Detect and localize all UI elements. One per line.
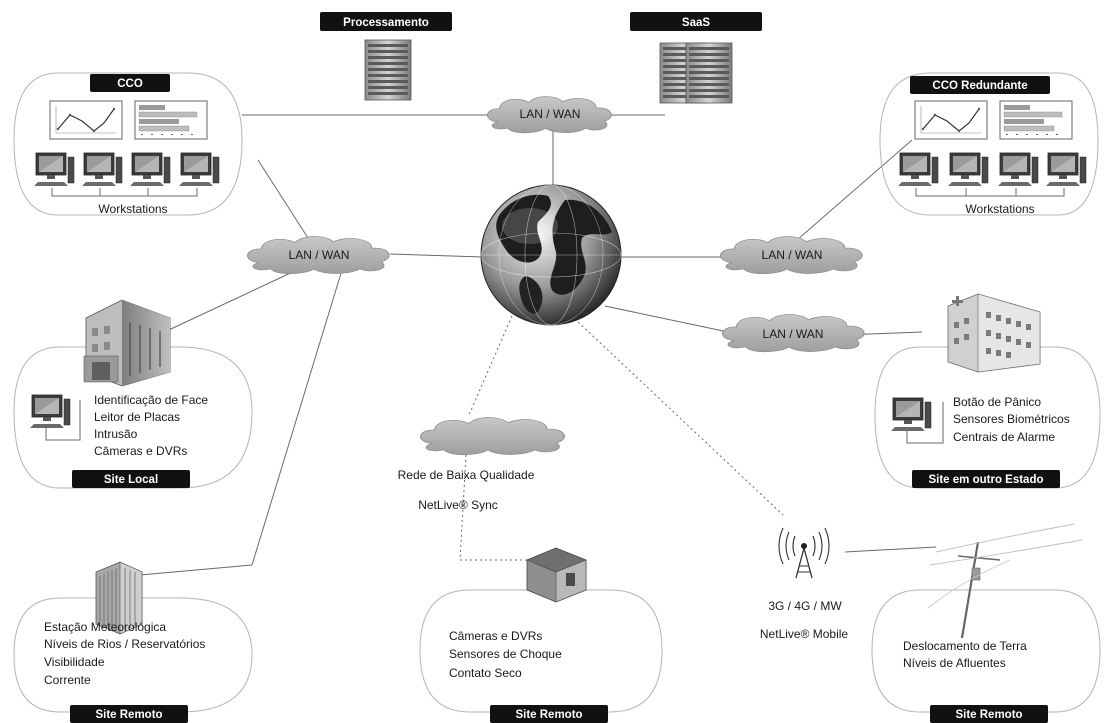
container-icon [95, 561, 143, 635]
shelter-icon [526, 547, 587, 603]
site-outro-estado-item: Centrais de Alarme [953, 430, 1055, 444]
cco-frame [13, 72, 243, 216]
site-remoto-3-panel: Deslocamento de Terra Níveis de Afluente… [871, 523, 1101, 723]
workstation-icon [997, 152, 1039, 187]
site-remoto-2-item: Contato Seco [449, 666, 522, 680]
cco-panel: CCO Workstations [13, 72, 243, 216]
server-icon [364, 39, 412, 101]
site-remoto-1-panel: Estação Meteorológica Níveis de Rios / R… [13, 561, 253, 723]
workstation-icon [890, 397, 932, 432]
processing-label-bg [320, 12, 452, 31]
cco-title: CCO [117, 78, 143, 90]
site-local-item: Identificação de Face [94, 393, 208, 407]
site-remoto-3-frame [871, 589, 1101, 713]
bar-chart-icon [134, 100, 208, 140]
site-remoto-1-item: Níveis de Rios / Reservatórios [44, 637, 205, 651]
site-outro-estado-panel: Botão de Pânico Sensores Biométricos Cen… [874, 293, 1101, 489]
cco-redundante-panel: CCO Redundante Workstations [879, 72, 1099, 216]
low-quality-label: Rede de Baixa Qualidade [398, 468, 535, 482]
site-local-item: Câmeras e DVRs [94, 444, 187, 458]
netlive-sync-label: NetLive® Sync [418, 498, 498, 512]
utility-pole-icon [927, 523, 1083, 639]
saas-group: SaaS [630, 12, 762, 104]
site-remoto-1-title: Site Remoto [95, 709, 162, 721]
site-outro-estado-item: Botão de Pânico [953, 395, 1041, 409]
cloud-lan-top-label: LAN / WAN [520, 107, 581, 121]
site-remoto-2-item: Sensores de Choque [449, 647, 562, 661]
site-outro-estado-item: Sensores Biométricos [953, 412, 1070, 426]
site-remoto-3-item: Níveis de Afluentes [903, 656, 1006, 670]
cloud-lan-right-1-label: LAN / WAN [762, 248, 823, 262]
cco-redundante-footer: Workstations [965, 202, 1034, 216]
site-remoto-3-title: Site Remoto [955, 709, 1022, 721]
site-local-title: Site Local [104, 474, 158, 486]
cloud-lan-left-label: LAN / WAN [289, 248, 350, 262]
line-chart-icon [49, 100, 123, 140]
site-remoto-1-item: Visibilidade [44, 655, 105, 669]
processing-label: Processamento [343, 17, 429, 29]
cco-redundante-title: CCO Redundante [932, 80, 1027, 92]
site-remoto-3-title-bg [930, 705, 1048, 723]
bar-chart-icon [999, 100, 1073, 140]
globe-icon [480, 184, 622, 326]
line-chart-icon [914, 100, 988, 140]
processing-group: Processamento [320, 12, 452, 101]
workstation-icon [178, 152, 220, 187]
site-remoto-1-item: Estação Meteorológica [44, 620, 166, 634]
site-outro-estado-title: Site em outro Estado [928, 474, 1043, 486]
workstation-icon [29, 394, 71, 429]
site-local-item: Leitor de Placas [94, 410, 180, 424]
mobile-label: 3G / 4G / MW [768, 599, 842, 613]
site-remoto-1-item: Corrente [44, 673, 91, 687]
server-icon [685, 42, 733, 104]
antenna-icon [778, 527, 830, 579]
workstation-icon [1045, 152, 1087, 187]
cco-redundante-title-bg [910, 76, 1050, 94]
workstation-icon [33, 152, 75, 187]
building-icon [83, 299, 171, 387]
saas-label: SaaS [682, 17, 710, 29]
site-remoto-2-item: Câmeras e DVRs [449, 629, 542, 643]
workstation-icon [81, 152, 123, 187]
cco-title-bg [90, 74, 170, 92]
site-local-item: Intrusão [94, 427, 138, 441]
site-remoto-2-panel: Câmeras e DVRs Sensores de Choque Contat… [419, 547, 663, 723]
saas-label-bg [630, 12, 762, 31]
cco-footer: Workstations [98, 202, 167, 216]
workstation-icon [947, 152, 989, 187]
site-outro-estado-title-bg [912, 470, 1060, 488]
site-local-title-bg [72, 470, 190, 488]
workstation-icon [897, 152, 939, 187]
cco-redundante-frame [879, 72, 1099, 216]
connections [139, 114, 937, 576]
site-remoto-2-frame [419, 589, 663, 713]
cloud-icon [420, 417, 565, 456]
netlive-mobile-label: NetLive® Mobile [760, 627, 849, 641]
site-remoto-2-title: Site Remoto [515, 709, 582, 721]
hospital-icon [947, 293, 1041, 373]
site-local-panel: Identificação de Face Leitor de Placas I… [13, 299, 253, 489]
workstation-icon [129, 152, 171, 187]
site-remoto-3-item: Deslocamento de Terra [903, 639, 1027, 653]
site-remoto-1-title-bg [70, 705, 188, 723]
site-remoto-2-title-bg [490, 705, 608, 723]
cloud-lan-right-2-label: LAN / WAN [763, 327, 824, 341]
